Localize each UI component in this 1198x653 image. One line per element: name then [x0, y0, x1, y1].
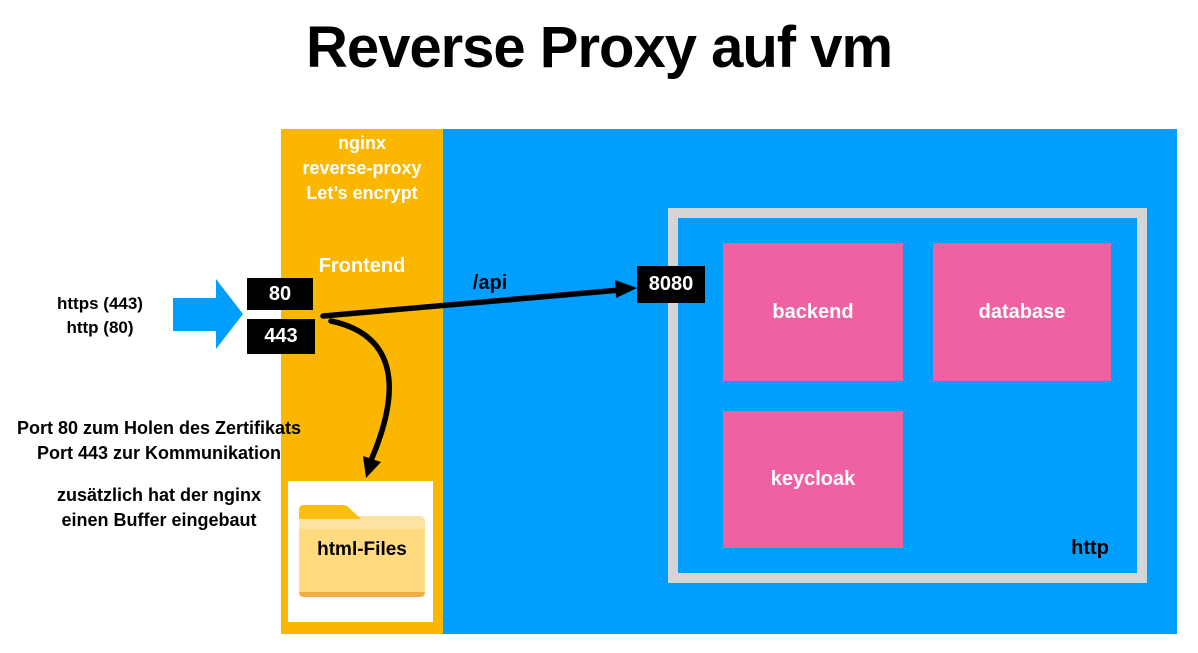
- service-backend-label: backend: [772, 300, 854, 323]
- port-8080-box: 8080: [637, 266, 705, 303]
- note-line-2: Port 443 zur Kommunikation: [36, 443, 282, 463]
- proxy-title-line3: Let’s encrypt: [306, 183, 418, 203]
- client-http-label: http (80): [66, 318, 134, 337]
- folder-label: html-Files: [317, 539, 407, 560]
- backend-network-box: [668, 208, 1147, 583]
- client-labels: https (443) http (80): [28, 292, 172, 340]
- note-line-3: zusätzlich hat der nginx: [56, 485, 262, 505]
- port-80-box: 80: [247, 278, 313, 310]
- proxy-title: nginx reverse-proxy Let’s encrypt: [281, 131, 443, 206]
- client-https-label: https (443): [57, 294, 143, 313]
- service-backend: backend: [723, 243, 903, 381]
- notes-block: Port 80 zum Holen des Zertifikats Port 4…: [0, 416, 318, 533]
- http-protocol-label: http: [1071, 537, 1109, 559]
- html-files-card: html-Files: [288, 481, 433, 622]
- client-request-arrow: [173, 279, 243, 349]
- note-line-4: einen Buffer eingebaut: [61, 510, 257, 530]
- page-title: Reverse Proxy auf vm: [305, 15, 893, 80]
- service-database-label: database: [978, 300, 1066, 323]
- api-arrow-label: /api: [472, 272, 508, 294]
- frontend-label: Frontend: [318, 255, 406, 277]
- port-443-box: 443: [247, 319, 315, 354]
- note-line-1: Port 80 zum Holen des Zertifikats: [16, 418, 302, 438]
- folder-icon: [299, 505, 425, 597]
- proxy-title-line2: reverse-proxy: [302, 158, 422, 178]
- service-database: database: [933, 243, 1111, 381]
- proxy-title-line1: nginx: [338, 133, 386, 153]
- service-keycloak: keycloak: [723, 411, 903, 548]
- service-keycloak-label: keycloak: [770, 468, 856, 490]
